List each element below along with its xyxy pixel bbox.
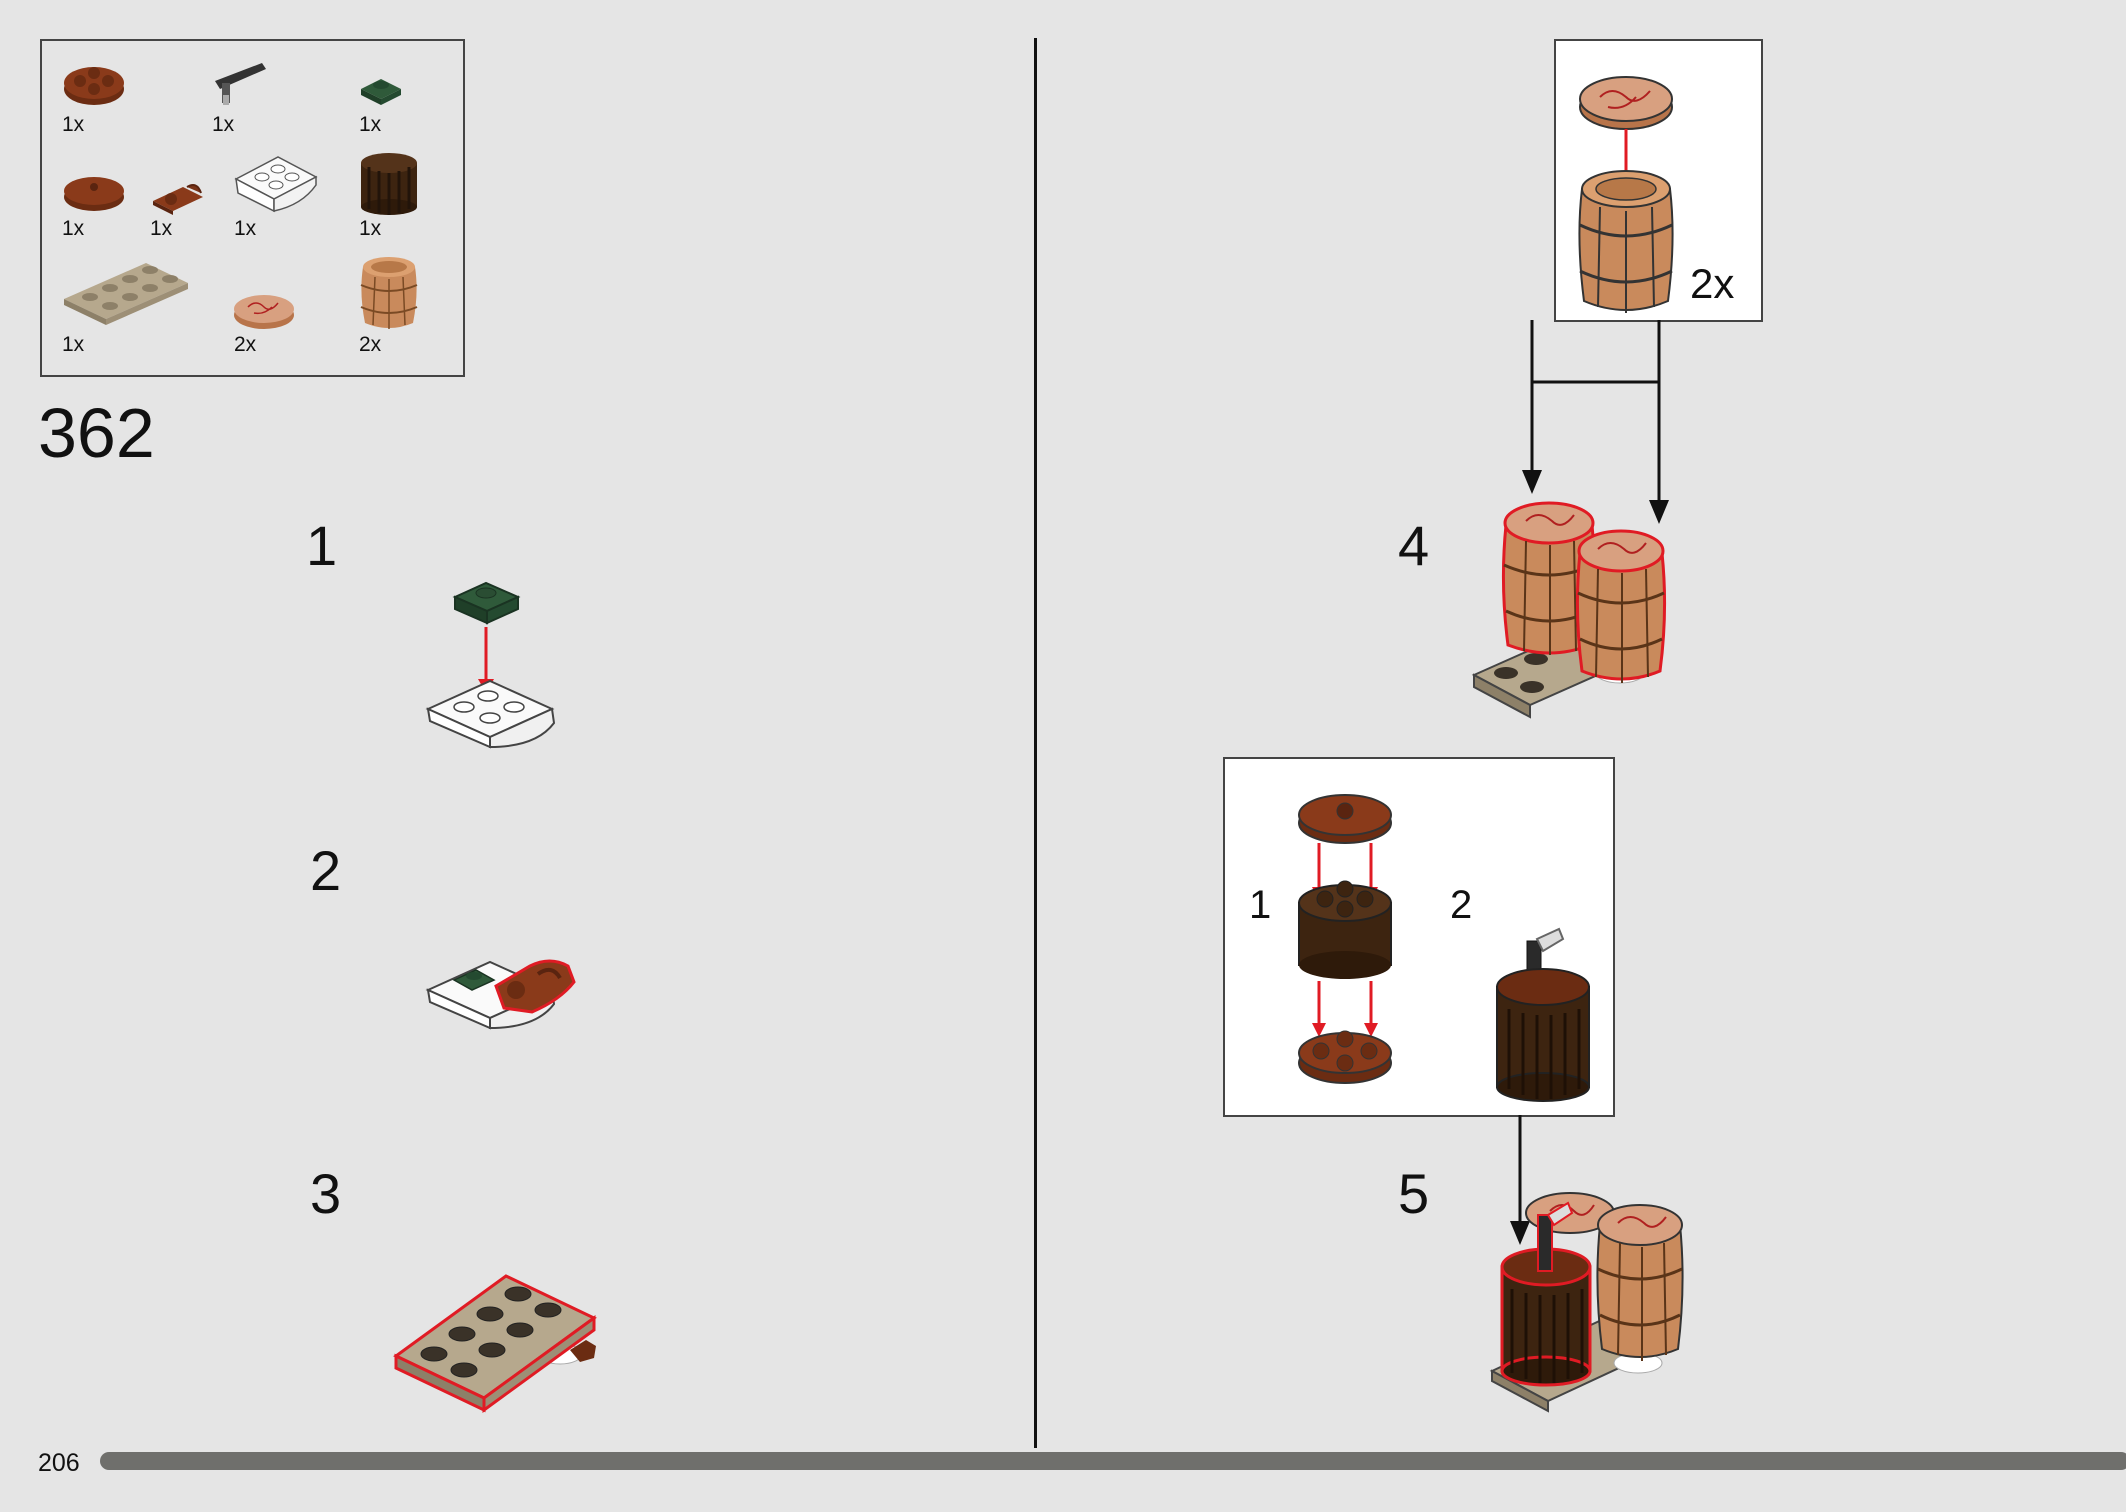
substep-3-label: 3 (310, 1162, 342, 1225)
plate-2x4-part-icon (64, 263, 188, 325)
part-qty: 1x (359, 113, 382, 136)
step-number: 362 (38, 394, 155, 472)
part-qty: 1x (359, 217, 382, 240)
callout-connector-arrow (1510, 1115, 1530, 1245)
part-qty: 1x (150, 217, 173, 240)
substep-1-illustration (425, 581, 556, 749)
part-qty: 1x (62, 217, 85, 240)
round-plate-2x2-part-icon (64, 67, 124, 105)
tower-exploded-illustration (1298, 794, 1392, 1084)
page-divider (1034, 38, 1037, 1448)
plate-1x1-part-icon (361, 79, 401, 105)
part-qty: 2x (234, 333, 257, 356)
substep-4-label: 4 (1398, 514, 1430, 577)
part-qty: 1x (62, 333, 85, 356)
bar-with-clip-part-icon (215, 63, 266, 105)
part-qty: 2x (359, 333, 382, 356)
page-number: 206 (38, 1449, 80, 1477)
substep-2-illustration (425, 959, 576, 1030)
callout-substep-1-label: 1 (1249, 883, 1272, 927)
substep-5-label: 5 (1398, 1162, 1430, 1225)
part-qty: 1x (234, 217, 257, 240)
round-tile-2x2-part-icon (64, 177, 124, 211)
tower-assembled-illustration (1496, 927, 1590, 1102)
barrel-subassembly-callout: 2x (1554, 39, 1763, 322)
callout-arrows (1522, 320, 1669, 524)
plate-with-clip-part-icon (153, 184, 203, 215)
tower-subassembly-callout: 1 2 (1223, 757, 1615, 1117)
slope-inverted-2x2-part-icon (234, 156, 318, 213)
substep-4-illustration (1471, 501, 1667, 719)
barrel-with-map-tile-illustration (1578, 76, 1674, 313)
progress-bar (100, 1452, 2126, 1470)
callout-substep-2-label: 2 (1450, 883, 1473, 927)
barrel-part-icon (360, 257, 418, 329)
callout-multiplier: 2x (1690, 260, 1735, 307)
round-brick-grille-part-icon (361, 153, 417, 215)
part-qty: 1x (212, 113, 235, 136)
parts-list-box: 1x 1x 1x 1x 1x 1x (40, 39, 465, 377)
substep-5-illustration (1489, 1192, 1684, 1413)
part-qty: 1x (62, 113, 85, 136)
substep-2-label: 2 (310, 839, 342, 902)
printed-map-tile-part-icon (234, 295, 294, 329)
substep-3-illustration (393, 1274, 597, 1413)
substep-1-label: 1 (306, 514, 338, 577)
